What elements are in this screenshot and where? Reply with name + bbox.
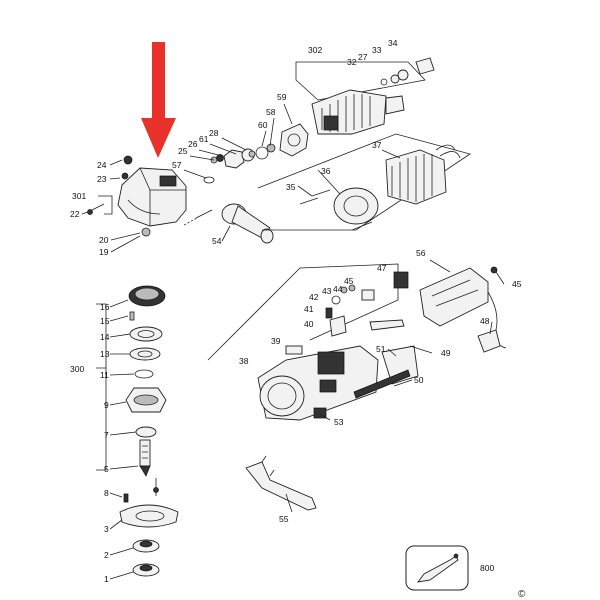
label-13: 13 (100, 349, 110, 359)
accessory-box (405, 545, 469, 591)
label-45: 45 (344, 276, 354, 286)
label-28: 28 (209, 128, 219, 138)
spindle-small-parts (203, 123, 309, 184)
label-7: 7 (104, 430, 109, 440)
switch-and-cord-parts (325, 266, 507, 399)
label-48: 48 (480, 316, 490, 326)
label-35: 35 (286, 182, 296, 192)
label-5: 5 (104, 464, 109, 474)
leader-ticks (81, 103, 505, 580)
label-11: 11 (100, 370, 109, 380)
label-22: 22 (70, 209, 80, 219)
label-40: 40 (304, 319, 314, 329)
label-800: 800 (480, 563, 494, 573)
label-53: 53 (334, 417, 344, 427)
label-58: 58 (266, 107, 276, 117)
label-45-cord: 45 (512, 279, 522, 289)
label-34: 34 (388, 38, 398, 48)
stator-field (299, 144, 461, 231)
label-33: 33 (372, 45, 382, 55)
label-56: 56 (416, 248, 426, 258)
label-25: 25 (178, 146, 188, 156)
label-20: 20 (99, 235, 109, 245)
side-handle (183, 203, 274, 244)
wheel-guard-flanges (119, 478, 179, 577)
label-55: 55 (279, 514, 289, 524)
label-43: 43 (322, 286, 332, 296)
label-23: 23 (97, 174, 107, 184)
label-3: 3 (104, 524, 109, 534)
label-32: 32 (347, 57, 357, 67)
label-8: 8 (104, 488, 109, 498)
label-49: 49 (441, 348, 451, 358)
label-14: 14 (100, 332, 110, 342)
leader-300 (96, 303, 107, 471)
label-1: 1 (104, 574, 109, 584)
leader-302 (295, 61, 426, 101)
copyright-mark: © (518, 589, 526, 600)
label-51: 51 (376, 344, 386, 354)
gear-head-housing (87, 155, 187, 237)
label-42: 42 (309, 292, 319, 302)
label-2: 2 (104, 550, 109, 560)
label-15: 15 (100, 316, 110, 326)
label-54: 54 (212, 236, 222, 246)
label-39: 39 (271, 336, 281, 346)
label-37: 37 (372, 140, 382, 150)
label-302: 302 (308, 45, 322, 55)
red-arrow-icon (141, 42, 176, 158)
auxiliary-bracket (245, 455, 317, 511)
label-26: 26 (188, 139, 198, 149)
label-61: 61 (199, 134, 209, 144)
motor-housing (257, 345, 379, 421)
label-9: 9 (104, 400, 109, 410)
gear-assembly-parts (125, 285, 167, 477)
label-24: 24 (97, 160, 107, 170)
label-301: 301 (72, 191, 86, 201)
label-16: 16 (100, 302, 110, 312)
label-57: 57 (172, 160, 182, 170)
label-44: 44 (333, 284, 343, 294)
armature-rotor (311, 57, 435, 135)
label-36: 36 (321, 166, 331, 176)
label-50: 50 (414, 375, 424, 385)
leader-housing (207, 263, 399, 361)
label-59: 59 (277, 92, 287, 102)
label-300: 300 (70, 364, 84, 374)
label-60: 60 (258, 120, 268, 130)
leader-301 (98, 195, 113, 215)
label-27: 27 (358, 52, 368, 62)
leader-stator (257, 133, 471, 231)
label-19: 19 (99, 247, 109, 257)
label-38: 38 (239, 356, 249, 366)
label-41: 41 (304, 304, 314, 314)
label-47: 47 (377, 263, 387, 273)
part-labels: 302 33 34 27 32 59 58 60 28 61 26 25 57 … (70, 38, 522, 584)
